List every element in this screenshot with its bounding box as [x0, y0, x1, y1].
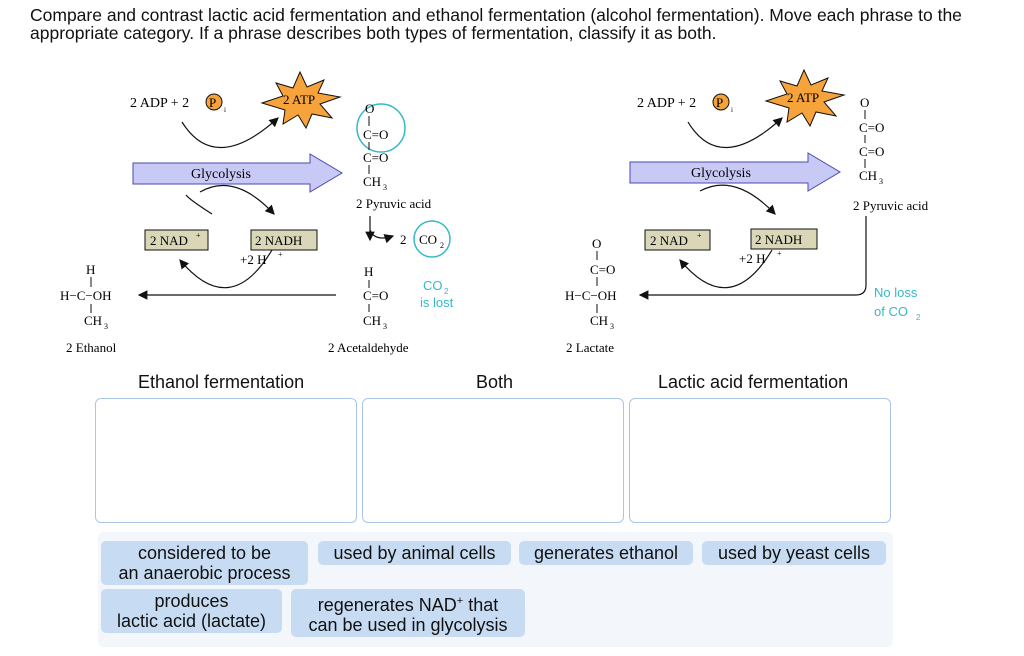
nad-label-2: 2 NAD — [650, 233, 688, 248]
co2-label: CO — [419, 232, 437, 247]
adp-text-2: 2 ADP + 2 — [637, 96, 696, 111]
chip-nad-line1: regenerates NAD — [317, 595, 457, 615]
co2-circle — [413, 220, 451, 258]
fermentation-diagram: 2 ADP + 2 P i 2 ATP Glycolysis 2 NAD + 2… — [60, 68, 929, 355]
eth-sub3: 3 — [104, 322, 108, 331]
lac-ch3: CH — [590, 313, 608, 328]
no-loss-2: of CO — [874, 304, 908, 319]
drop-zone-both[interactable] — [362, 398, 624, 523]
pyruvic-co2: C=O — [363, 150, 388, 165]
chip-anaerobic-line1: considered to be — [137, 543, 272, 563]
lac-co: C=O — [590, 262, 615, 277]
co2-lost-1: CO — [423, 278, 443, 293]
atp-label: 2 ATP — [283, 92, 315, 107]
eth-ch3: CH — [84, 313, 102, 328]
co2-lost-sub: 2 — [444, 287, 449, 296]
acet-sub3: 3 — [383, 322, 387, 331]
atp-star-icon — [260, 70, 342, 130]
eth-h: H — [86, 262, 95, 277]
pyruvic-co1: C=O — [363, 127, 388, 142]
ethanol-label: 2 Ethanol — [66, 340, 117, 355]
phosphate-icon — [205, 93, 223, 111]
pyruvic-label: 2 Pyruvic acid — [356, 196, 432, 211]
category-header-ethanol: Ethanol fermentation — [138, 372, 305, 392]
co2-sub: 2 — [440, 241, 444, 250]
pyruvic-o: O — [365, 101, 374, 116]
nad-label: 2 NAD — [150, 233, 188, 248]
atp-star-icon-2 — [764, 68, 846, 128]
carboxyl-highlight — [356, 103, 406, 153]
no-loss-1: No loss — [874, 285, 918, 300]
chip-lactate-line2: lactic acid (lactate) — [116, 611, 267, 631]
chip-nad-line1b: that — [463, 595, 499, 615]
h-plus-label: +2 H — [240, 252, 266, 267]
chip-produces-lactate[interactable]: produces lactic acid (lactate) — [101, 589, 282, 633]
co2-lost-2: is lost — [420, 295, 454, 310]
chip-anaerobic-line2: an anaerobic process — [118, 563, 291, 583]
atp-label-2: 2 ATP — [787, 90, 819, 105]
nad-sup: + — [196, 231, 201, 240]
adp-text: 2 ADP + 2 — [130, 96, 189, 111]
lac-row: H−C−OH — [565, 288, 617, 303]
ethanol-pathway: 2 ADP + 2 P i 2 ATP Glycolysis 2 NAD + 2… — [60, 70, 454, 355]
nadh-box — [250, 229, 318, 251]
pyruvic-co2-2: C=O — [859, 144, 884, 159]
nadh-label: 2 NADH — [255, 233, 302, 248]
h-plus-label-2: +2 H — [739, 251, 765, 266]
nad-box — [144, 229, 209, 251]
lac-sub3: 3 — [610, 322, 614, 331]
lactate-label: 2 Lactate — [566, 340, 614, 355]
chip-yeast-label: used by yeast cells — [717, 543, 871, 563]
co2-prefix: 2 — [400, 232, 407, 247]
chip-animal-cells[interactable]: used by animal cells — [318, 541, 511, 565]
chip-nad-sup: + — [456, 595, 464, 607]
eth-row: H−C−OH — [60, 288, 112, 303]
pyruvic-o-2: O — [860, 95, 869, 110]
nad-box-2 — [644, 229, 711, 251]
acet-label: 2 Acetaldehyde — [328, 340, 409, 355]
phosphate-sub: i — [224, 106, 226, 114]
drop-zone-ethanol[interactable] — [95, 398, 357, 523]
chip-regenerates-nad[interactable]: regenerates NAD+ that can be used in gly… — [291, 589, 525, 637]
category-header-lactic: Lactic acid fermentation — [658, 372, 849, 392]
chip-generates-ethanol[interactable]: generates ethanol — [519, 541, 693, 565]
glycolysis-label: Glycolysis — [191, 167, 251, 182]
nadh-box-2 — [750, 228, 818, 250]
pyruvic-co1-2: C=O — [859, 120, 884, 135]
nadh-label-2: 2 NADH — [755, 232, 802, 247]
chip-lactate-line1: produces — [154, 591, 229, 611]
phosphate-letter: P — [209, 95, 216, 110]
sub3: 3 — [383, 183, 387, 192]
drop-zone-lactic[interactable] — [629, 398, 891, 523]
pyruvic-sub3-2: 3 — [879, 177, 883, 186]
pyruvic-ch3-2: CH — [859, 168, 877, 183]
phosphate-icon-2 — [712, 93, 730, 111]
chip-animal-label: used by animal cells — [333, 543, 496, 563]
nad-sup-2: + — [697, 231, 702, 240]
pyruvic-label-2: 2 Pyruvic acid — [853, 198, 929, 213]
chip-nad-line2: can be used in glycolysis — [308, 615, 508, 635]
h-plus-sup-2: + — [777, 249, 782, 258]
chip-ethanol-label: generates ethanol — [533, 543, 679, 563]
phosphate-letter-2: P — [716, 95, 723, 110]
h-plus-sup: + — [278, 250, 283, 259]
chip-anaerobic-process[interactable]: considered to be an anaerobic process — [101, 541, 308, 585]
pyruvic-ch3: CH — [363, 174, 381, 189]
no-loss-sub: 2 — [916, 313, 921, 322]
acet-co: C=O — [363, 288, 388, 303]
lac-o: O — [592, 236, 601, 251]
glycolysis-label-2: Glycolysis — [691, 166, 751, 181]
instructions: Compare and contrast lactic acid ferment… — [30, 5, 962, 43]
acet-h: H — [364, 264, 373, 279]
phosphate-sub-2: i — [731, 106, 733, 114]
category-header-both: Both — [476, 372, 514, 392]
lactic-pathway: 2 ADP + 2 P i 2 ATP Glycolysis 2 NAD + 2… — [565, 68, 929, 355]
chip-yeast-cells[interactable]: used by yeast cells — [702, 541, 886, 565]
glycolysis-arrow-2 — [629, 152, 841, 192]
glycolysis-arrow — [132, 153, 343, 193]
acet-ch3: CH — [363, 313, 381, 328]
